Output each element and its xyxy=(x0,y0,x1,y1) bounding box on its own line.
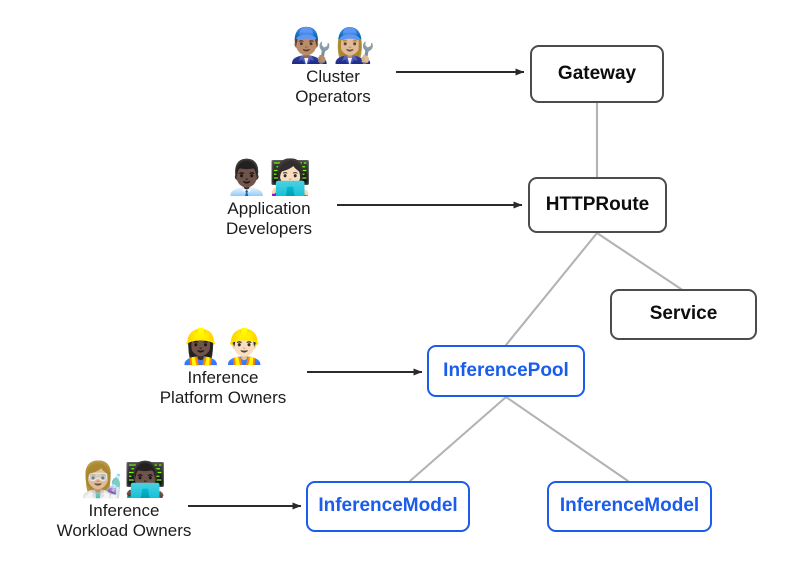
node-inferencemodel-right[interactable]: InferenceModel xyxy=(547,481,712,532)
inference-platform-owners-icons: 👷🏿‍♀️👷🏻‍♂️ xyxy=(179,328,267,366)
node-service[interactable]: Service xyxy=(610,289,757,340)
node-label-gateway: Gateway xyxy=(557,62,637,84)
edge-inferencepool-inferencemodel-right xyxy=(504,395,630,483)
node-label-inferencepool: InferencePool xyxy=(443,359,569,381)
persona-application-developers: 👨🏿‍💼👩🏻‍💻 Application Developers xyxy=(174,159,364,239)
edge-inferencepool-inferencemodel-left xyxy=(408,395,508,483)
cluster-operators-icons: 👨🏽‍🔧👩🏼‍🔧 xyxy=(289,27,377,65)
persona-label-inference-platform-owners: Inference Platform Owners xyxy=(159,367,287,407)
edge-httproute-inferencepool xyxy=(504,231,599,347)
node-httproute[interactable]: HTTPRoute xyxy=(528,177,667,233)
node-inferencemodel-left[interactable]: InferenceModel xyxy=(306,481,470,532)
persona-label-application-developers: Application Developers xyxy=(226,198,312,238)
node-label-inferencemodel-right: InferenceModel xyxy=(559,495,700,517)
node-label-service: Service xyxy=(649,303,718,325)
persona-label-inference-workload-owners: Inference Workload Owners xyxy=(56,500,192,540)
node-gateway[interactable]: Gateway xyxy=(530,45,664,103)
persona-label-cluster-operators: Cluster Operators xyxy=(295,66,371,106)
persona-inference-workload-owners: 👩🏼‍🔬👨🏿‍💻 Inference Workload Owners xyxy=(29,461,219,541)
node-label-inferencemodel-left: InferenceModel xyxy=(318,495,458,517)
edge-httproute-service xyxy=(595,231,686,293)
application-developers-icons: 👨🏿‍💼👩🏻‍💻 xyxy=(225,159,313,197)
node-label-httproute: HTTPRoute xyxy=(545,193,650,215)
persona-cluster-operators: 👨🏽‍🔧👩🏼‍🔧 Cluster Operators xyxy=(238,27,428,107)
persona-inference-platform-owners: 👷🏿‍♀️👷🏻‍♂️ Inference Platform Owners xyxy=(128,328,318,408)
inference-workload-owners-icons: 👩🏼‍🔬👨🏿‍💻 xyxy=(80,461,168,499)
node-inferencepool[interactable]: InferencePool xyxy=(427,345,585,397)
